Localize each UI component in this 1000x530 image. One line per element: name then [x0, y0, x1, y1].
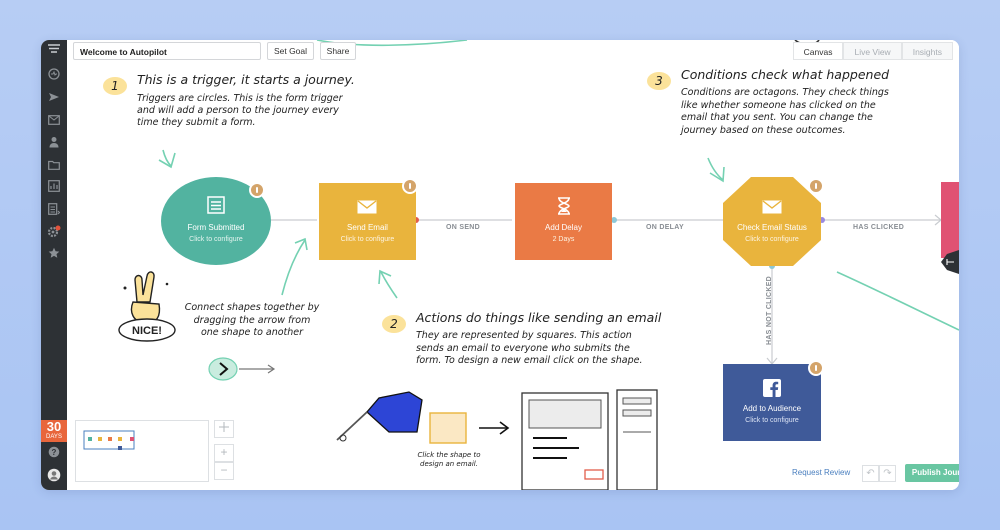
trial-days-badge[interactable]: 30 DAYS [41, 420, 67, 442]
tip-1-line-2: and will add a person to the journey eve… [137, 105, 339, 116]
app-window: 30 DAYS ? [41, 40, 959, 490]
tip-1-number: 1 [103, 77, 127, 95]
tip-3-title: Conditions check what happened [681, 67, 890, 82]
tip-3-line-1: Conditions are octagons. They check thin… [681, 87, 889, 98]
trial-days-number: 30 [46, 419, 62, 434]
journey-name-input[interactable]: Welcome to Autopilot [73, 42, 261, 60]
tip-1-line-1: Triggers are circles. This is the form t… [137, 93, 343, 104]
click-line-2: design an email. [420, 460, 478, 468]
node-send-label: Send Email [347, 223, 388, 232]
tab-insights[interactable]: Insights [901, 42, 953, 60]
journey-canvas[interactable]: NICE! Welcome to Autopilot [67, 40, 959, 490]
tip-3-body: Conditions are octagons. They check thin… [681, 87, 889, 137]
node-check-label: Check Email Status [737, 223, 807, 232]
pan-button[interactable] [214, 420, 234, 438]
request-review-link[interactable]: Request Review [792, 468, 851, 477]
folder-icon[interactable] [45, 158, 63, 174]
tip-2-title: Actions do things like sending an email [416, 310, 662, 325]
sidebar: 30 DAYS ? [41, 40, 67, 490]
star-icon[interactable] [45, 247, 63, 263]
avatar[interactable] [45, 468, 63, 484]
click-line-1: Click the shape to [417, 451, 481, 459]
node-send-sub: Click to configure [340, 236, 395, 243]
tip-2-body: They are represented by squares. This ac… [416, 330, 642, 368]
menu-icon[interactable] [45, 42, 63, 58]
send-icon[interactable] [45, 91, 63, 107]
form-info-badge[interactable] [249, 182, 265, 198]
pulse-icon[interactable] [45, 68, 63, 84]
envelope-icon [357, 200, 377, 219]
minimap[interactable] [75, 420, 209, 482]
node-send-email[interactable]: Send Email Click to configure [319, 183, 416, 260]
tip-3-line-4: journey based on these outcomes. [681, 124, 846, 136]
node-delay-sub: 2 Days [552, 236, 575, 243]
redo-icon[interactable]: ↷ [879, 465, 896, 482]
connect-line-1: Connect shapes together by [184, 302, 320, 313]
tip-1-title: This is a trigger, it starts a journey. [137, 72, 355, 87]
form-icon [207, 196, 225, 219]
undo-icon[interactable]: ↶ [862, 465, 879, 482]
envelope-icon [762, 200, 782, 219]
send-info-badge[interactable] [402, 178, 418, 194]
node-audience-label: Add to Audience [742, 404, 802, 413]
connect-note: Connect shapes together by dragging the … [177, 302, 327, 340]
edge-has-clicked: HAS CLICKED [853, 224, 905, 231]
tip-2-line-2: sends an email to everyone who submits t… [416, 342, 630, 354]
zoom-out-button[interactable]: − [214, 462, 234, 480]
edge-has-not-clicked: HAS NOT CLICKED [766, 275, 774, 346]
tip-2-line-1: They are represented by squares. This ac… [416, 330, 632, 341]
mail-icon[interactable] [45, 113, 63, 129]
tab-live-view[interactable]: Live View [843, 42, 902, 60]
chart-icon[interactable] [45, 180, 63, 196]
tip-2-line-3: form. To design a new email click on the… [416, 355, 643, 366]
node-delay-label: Add Delay [545, 223, 582, 232]
tip-3-line-3: email that you sent. You can change the [681, 112, 873, 123]
node-check-email-status[interactable]: Check Email Status Click to configure [723, 177, 821, 266]
node-add-delay[interactable]: Add Delay 2 Days [515, 183, 612, 260]
gear-icon[interactable] [45, 225, 63, 241]
share-button[interactable]: Share [320, 42, 356, 60]
tip-3-line-2: like whether someone has clicked on the [681, 99, 876, 111]
nice-text: NICE! [132, 325, 162, 337]
publish-journey-button[interactable]: Publish Journey [905, 464, 959, 482]
node-add-to-audience[interactable]: Add to Audience Click to configure [723, 364, 821, 441]
connect-line-2: dragging the arrow from [193, 314, 311, 326]
person-icon[interactable] [45, 136, 63, 152]
tip-1-line-3: time they submit a form. [137, 117, 256, 128]
facebook-icon [763, 379, 781, 402]
hourglass-icon [557, 197, 571, 220]
node-form-label: Form Submitted [187, 223, 245, 232]
connect-line-3: one shape to another [200, 327, 304, 338]
view-tabs: Canvas Live View Insights [792, 42, 953, 60]
node-form-sub: Click to configure [189, 236, 243, 243]
tip-3-number: 3 [647, 72, 671, 90]
tab-canvas[interactable]: Canvas [792, 42, 844, 60]
trial-days-label: DAYS [46, 434, 62, 440]
edge-on-send: ON SEND [446, 224, 480, 231]
edge-on-delay: ON DELAY [646, 224, 684, 231]
click-shape-note: Click the shape to design an email. [405, 451, 493, 469]
zoom-in-button[interactable]: + [214, 444, 234, 462]
tip-2-number: 2 [382, 315, 406, 333]
svg-text:?: ? [52, 448, 57, 457]
help-icon[interactable]: ? [45, 446, 63, 462]
audience-info-badge[interactable] [808, 360, 824, 376]
tip-1-body: Triggers are circles. This is the form t… [137, 93, 343, 129]
node-check-sub: Click to configure [745, 236, 799, 243]
node-audience-sub: Click to configure [745, 417, 799, 424]
list-icon[interactable] [45, 203, 63, 219]
check-info-badge[interactable] [808, 178, 824, 194]
set-goal-button[interactable]: Set Goal [267, 42, 314, 60]
